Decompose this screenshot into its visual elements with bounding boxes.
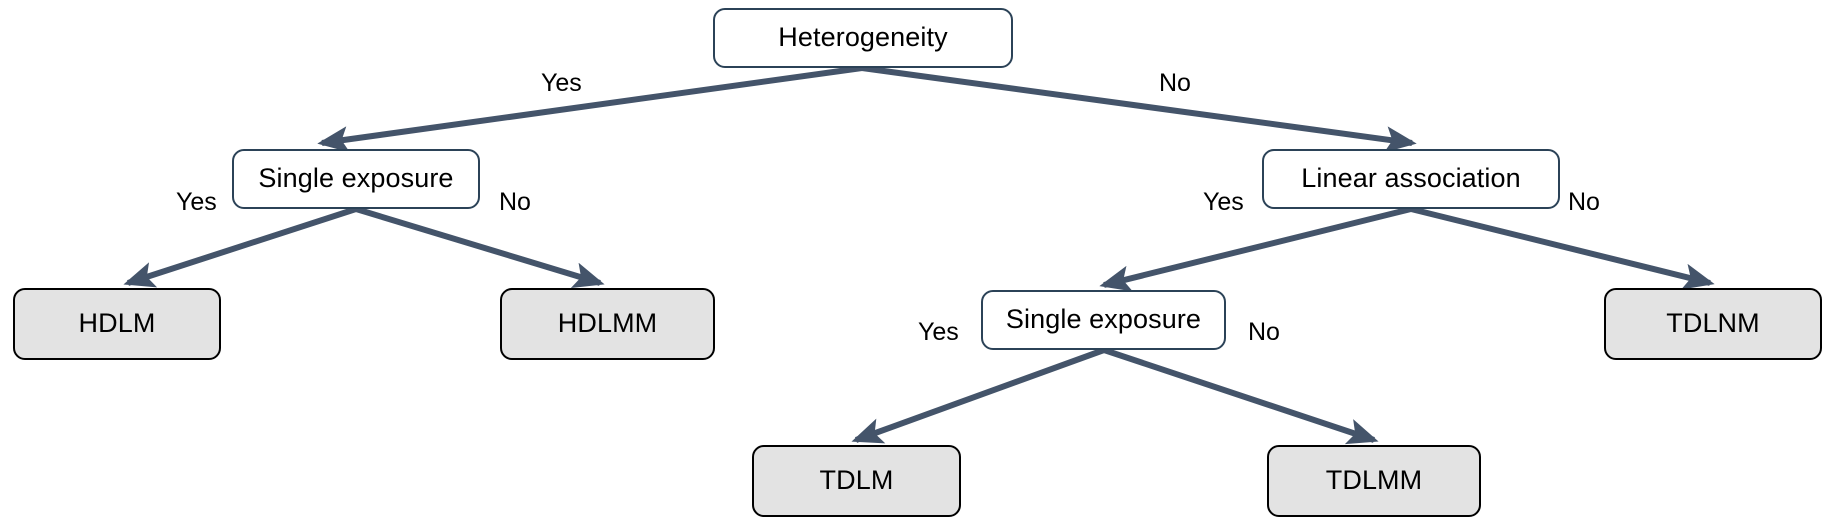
edge-linear-no (1410, 206, 1715, 290)
edge-single-right-yes-label: Yes (918, 318, 959, 346)
node-heterogeneity[interactable]: Heterogeneity (713, 8, 1013, 68)
node-tdlnm[interactable]: TDLNM (1604, 288, 1822, 360)
edge-heterogeneity-no (861, 65, 1417, 153)
node-hdlm[interactable]: HDLM (13, 288, 221, 360)
node-hdlmm-label: HDLMM (557, 308, 658, 339)
node-tdlm-label: TDLM (819, 465, 894, 496)
edge-single-left-no (355, 206, 605, 288)
node-linear-association-label: Linear association (1301, 163, 1521, 194)
edge-single-left-yes (123, 206, 357, 288)
edge-single-right-yes (851, 347, 1106, 444)
edge-single-right-no-label: No (1248, 318, 1280, 346)
edge-single-left-no-label: No (499, 188, 531, 216)
edge-linear-yes-label: Yes (1203, 188, 1244, 216)
node-tdlm[interactable]: TDLM (752, 445, 961, 517)
node-single-exposure-left[interactable]: Single exposure (232, 149, 480, 209)
node-tdlmm[interactable]: TDLMM (1267, 445, 1481, 517)
edge-linear-no-label: No (1568, 188, 1600, 216)
edge-single-left-yes-label: Yes (176, 188, 217, 216)
node-heterogeneity-label: Heterogeneity (778, 22, 948, 53)
node-linear-association[interactable]: Linear association (1262, 149, 1560, 209)
node-hdlm-label: HDLM (78, 308, 156, 339)
edge-heterogeneity-no-label: No (1159, 69, 1191, 97)
edge-linear-yes (1099, 206, 1412, 292)
node-single-exposure-left-label: Single exposure (258, 163, 454, 194)
node-single-exposure-right-label: Single exposure (1005, 304, 1202, 335)
edge-heterogeneity-yes (317, 65, 863, 153)
node-single-exposure-right[interactable]: Single exposure (981, 290, 1226, 350)
node-tdlmm-label: TDLMM (1325, 465, 1423, 496)
node-hdlmm[interactable]: HDLMM (500, 288, 715, 360)
edge-heterogeneity-yes-label: Yes (541, 69, 582, 97)
node-tdlnm-label: TDLNM (1666, 308, 1760, 339)
edge-single-right-no (1103, 347, 1379, 445)
